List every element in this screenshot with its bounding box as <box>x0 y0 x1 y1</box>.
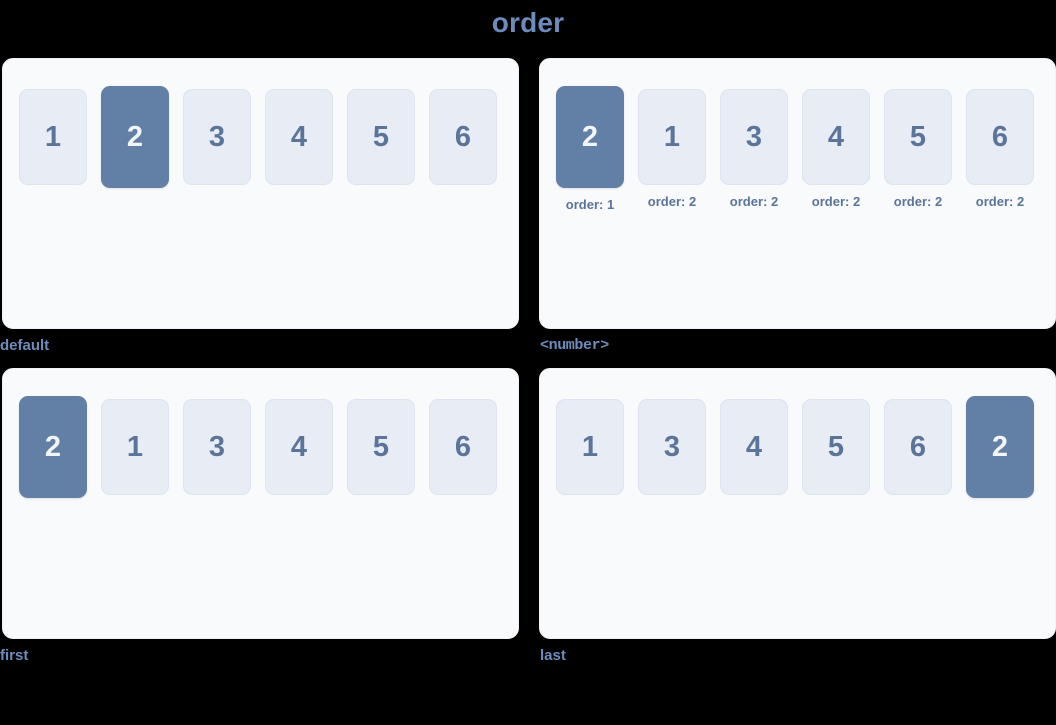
flex-item-card[interactable]: 3 <box>183 399 251 495</box>
flex-item: 1 <box>19 89 87 185</box>
flex-item: 5 <box>347 399 415 495</box>
flex-item-card[interactable]: 4 <box>802 89 870 185</box>
flex-item: 3 <box>183 89 251 185</box>
flex-item: 5 <box>347 89 415 185</box>
flex-item-card[interactable]: 4 <box>720 399 788 495</box>
flex-item: 4 <box>720 399 788 495</box>
flex-item: 6 <box>429 89 497 185</box>
flex-item: 2 <box>19 396 87 498</box>
order-note: order: 2 <box>975 194 1025 209</box>
flex-item: 4 <box>265 89 333 185</box>
order-note: order: 1 <box>565 197 615 212</box>
order-note: order: 2 <box>811 194 861 209</box>
flex-item: 6 <box>429 399 497 495</box>
order-note: order: 2 <box>647 194 697 209</box>
flex-item: 3 <box>638 399 706 495</box>
flex-item-card-highlighted[interactable]: 2 <box>101 86 169 188</box>
flex-item-card[interactable]: 5 <box>802 399 870 495</box>
demo-quadrant-number: 2 order: 1 1 order: 2 3 order: 2 4 order: 2 5 ord… <box>539 58 1056 355</box>
flex-item-card[interactable]: 6 <box>884 399 952 495</box>
items-row-number: 2 order: 1 1 order: 2 3 order: 2 4 order: 2 5 ord… <box>556 86 1055 212</box>
flex-item: 5 order: 2 <box>884 89 952 209</box>
flex-item-card[interactable]: 5 <box>347 399 415 495</box>
flex-item: 3 <box>183 399 251 495</box>
flex-item: 6 <box>884 399 952 495</box>
flex-item-card[interactable]: 1 <box>19 89 87 185</box>
flex-item-card[interactable]: 6 <box>429 399 497 495</box>
panel-label-first: first <box>0 647 29 664</box>
order-note: order: 2 <box>729 194 779 209</box>
flex-item: 4 <box>265 399 333 495</box>
flex-item-card-highlighted[interactable]: 2 <box>966 396 1034 498</box>
flex-item-card[interactable]: 5 <box>884 89 952 185</box>
flex-item: 3 order: 2 <box>720 89 788 209</box>
order-note: order: 2 <box>893 194 943 209</box>
flex-item: 2 <box>966 396 1034 498</box>
flex-item: 4 order: 2 <box>802 89 870 209</box>
flex-item: 1 <box>556 399 624 495</box>
flex-item: 1 order: 2 <box>638 89 706 209</box>
demo-panel-number: 2 order: 1 1 order: 2 3 order: 2 4 order: 2 5 ord… <box>539 58 1056 329</box>
flex-item: 2 <box>101 86 169 188</box>
page-title: order <box>491 7 565 38</box>
panel-label-number: <number> <box>540 337 609 354</box>
flex-item-card[interactable]: 1 <box>638 89 706 185</box>
flex-item-card[interactable]: 6 <box>429 89 497 185</box>
flex-item: 1 <box>101 399 169 495</box>
flex-item-card[interactable]: 1 <box>556 399 624 495</box>
flex-item-card[interactable]: 3 <box>183 89 251 185</box>
flex-item-card[interactable]: 5 <box>347 89 415 185</box>
flex-item-card[interactable]: 6 <box>966 89 1034 185</box>
flex-item-card[interactable]: 1 <box>101 399 169 495</box>
flex-item-card-highlighted[interactable]: 2 <box>19 396 87 498</box>
flex-item-card[interactable]: 3 <box>720 89 788 185</box>
flex-item-card[interactable]: 4 <box>265 399 333 495</box>
flex-item: 2 order: 1 <box>556 86 624 212</box>
panel-label-default: default <box>0 337 50 354</box>
panel-label-last: last <box>540 647 566 664</box>
flex-item: 6 order: 2 <box>966 89 1034 209</box>
flex-item: 5 <box>802 399 870 495</box>
flex-item-card-highlighted[interactable]: 2 <box>556 86 624 188</box>
flex-item-card[interactable]: 4 <box>265 89 333 185</box>
flex-item-card[interactable]: 3 <box>638 399 706 495</box>
